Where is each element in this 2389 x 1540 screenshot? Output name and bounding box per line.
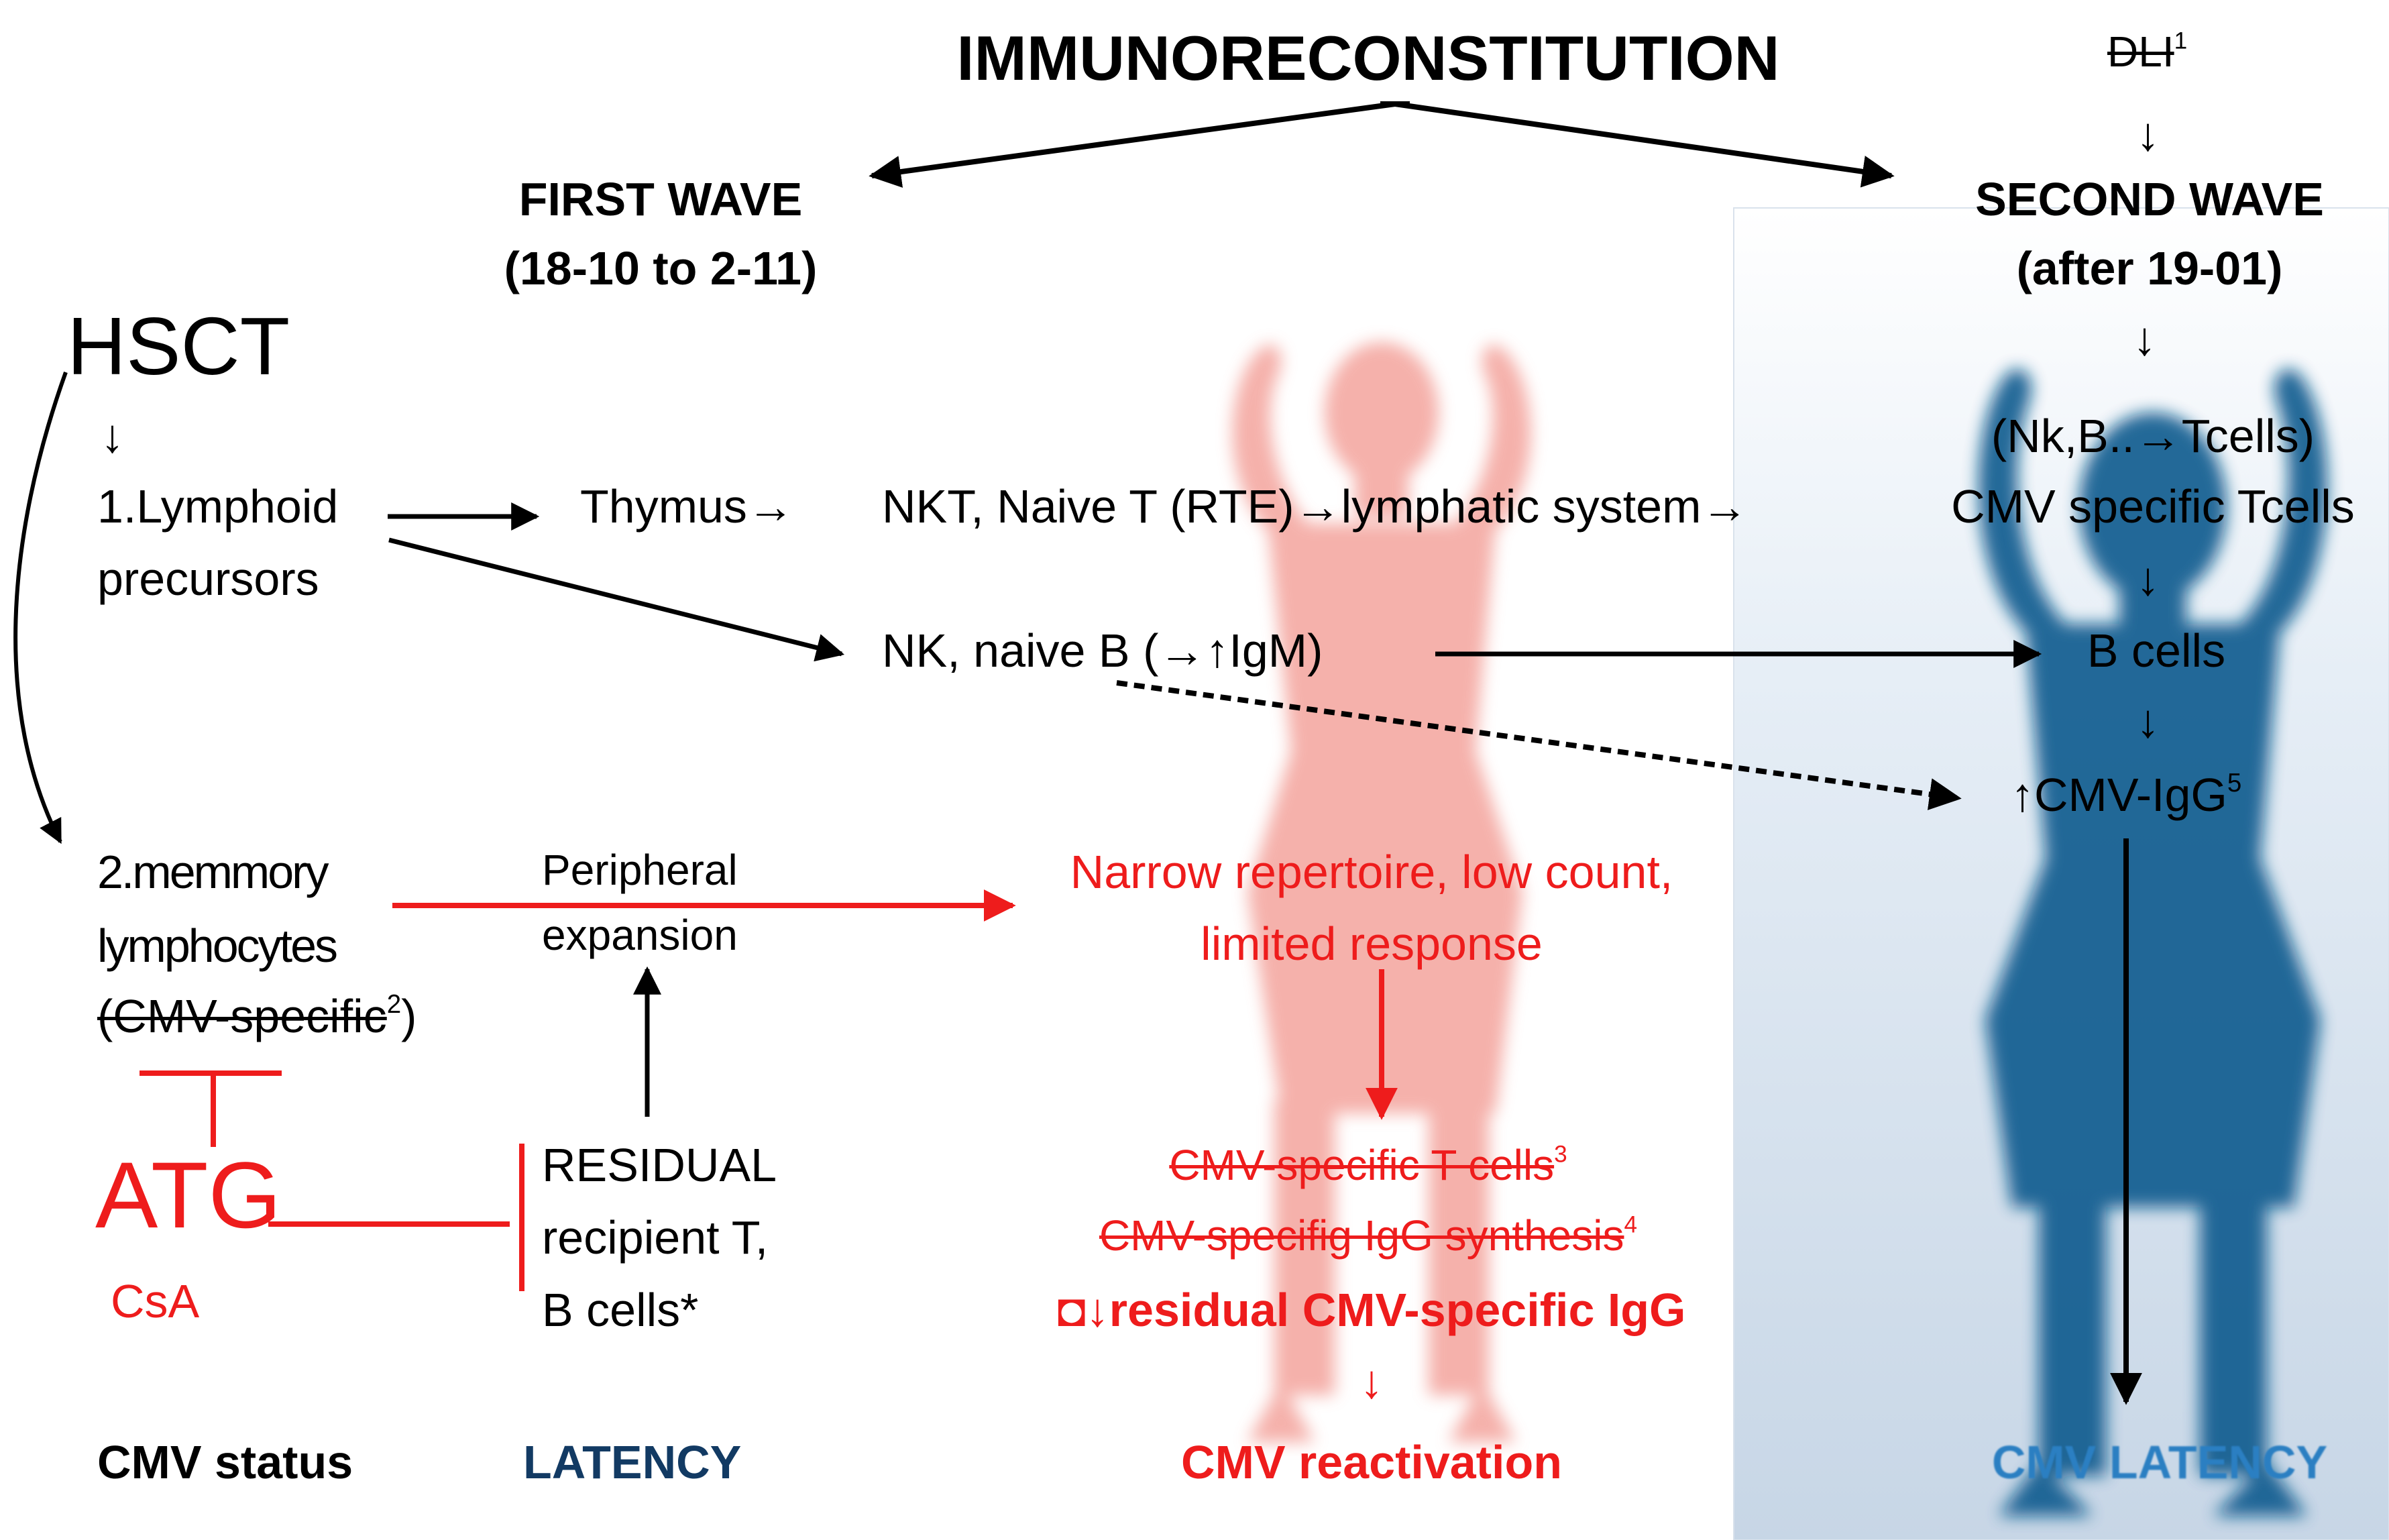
residual-igg-effect: ◘↓residual CMV-specific IgG [1057,1284,1686,1336]
title-to-first-wave-arrow [869,101,1396,188]
thymus-text: Thymus→ [580,480,794,533]
igg-synthesis-effect: CMV-specifig IgG synthesis4 [1099,1211,1638,1260]
cmv-status-label: CMV status [97,1436,353,1488]
peripheral-line2: expansion [542,911,738,959]
title-to-second-wave-arrow [1394,101,1895,188]
second-wave-dates: (after 19-01) [2016,242,2283,294]
cmv-latency-label: CMV LATENCY [1991,1436,2328,1488]
memory-line2: lymphocytes [97,920,338,972]
pink-figure [1232,342,1531,1442]
lymphoid-line1: 1.Lymphoid [97,480,339,533]
dli-label: DLI1 [2107,28,2188,76]
first-wave-dates: (18-10 to 2-11) [504,242,818,294]
residual-line3: B cells* [542,1284,699,1336]
effects-down-arrow: ↓ [1359,1356,1384,1408]
cmv-reactivation-label: CMV reactivation [1181,1436,1562,1488]
residual-line1: RESIDUAL [542,1139,777,1191]
latency-label: LATENCY [523,1436,742,1488]
hsct-down-arrow: ↓ [101,410,124,462]
second-wave-down-arrow: ↓ [2133,313,2156,365]
second-wave-title: SECOND WAVE [1975,173,2324,225]
lymphoid-line2: precursors [97,553,319,605]
nkt-naive-t-text: NKT, Naive T (RTE)→lymphatic system→ [882,480,1748,533]
hsct-label: HSCT [67,300,290,392]
b-cells-text: B cells [2087,624,2226,677]
tcells-down-arrow: ↓ [2136,553,2160,605]
nk-naive-b-text: NK, naive B (→↑IgM) [882,624,1323,677]
first-wave-title: FIRST WAVE [518,173,803,225]
hsct-to-memory-arrow [13,371,68,844]
narrow-line2: limited response [1201,918,1543,970]
atg-label: ATG [95,1142,282,1248]
memory-line3: (CMV-specific2) [97,990,417,1042]
lymphoid-to-nk-arrow [388,537,845,662]
dli-down-arrow: ↓ [2136,108,2160,160]
residual-line2: recipient T, [542,1211,769,1264]
naiveb-to-igg-dotted-arrow [1116,680,1962,810]
bcells-down-arrow: ↓ [2136,695,2160,747]
cmv-tcells-effect: CMV-specific T cells3 [1169,1141,1567,1189]
narrow-line1: Narrow repertoire, low count, [1070,846,1673,898]
peripheral-line1: Peripheral [542,846,738,894]
csa-label: CsA [111,1275,200,1327]
blue-figure [1978,368,2328,1516]
memory-line1: 2.memmory [97,846,329,898]
diagram-title: IMMUNORECONSTITUTION [956,23,1780,93]
cells-order-text: (Nk,B..→Tcells) [1991,410,2315,462]
cmv-igg-text: ↑CMV-IgG5 [2011,769,2242,821]
cmv-specific-tcells-text: CMV specific Tcells [1951,480,2355,533]
